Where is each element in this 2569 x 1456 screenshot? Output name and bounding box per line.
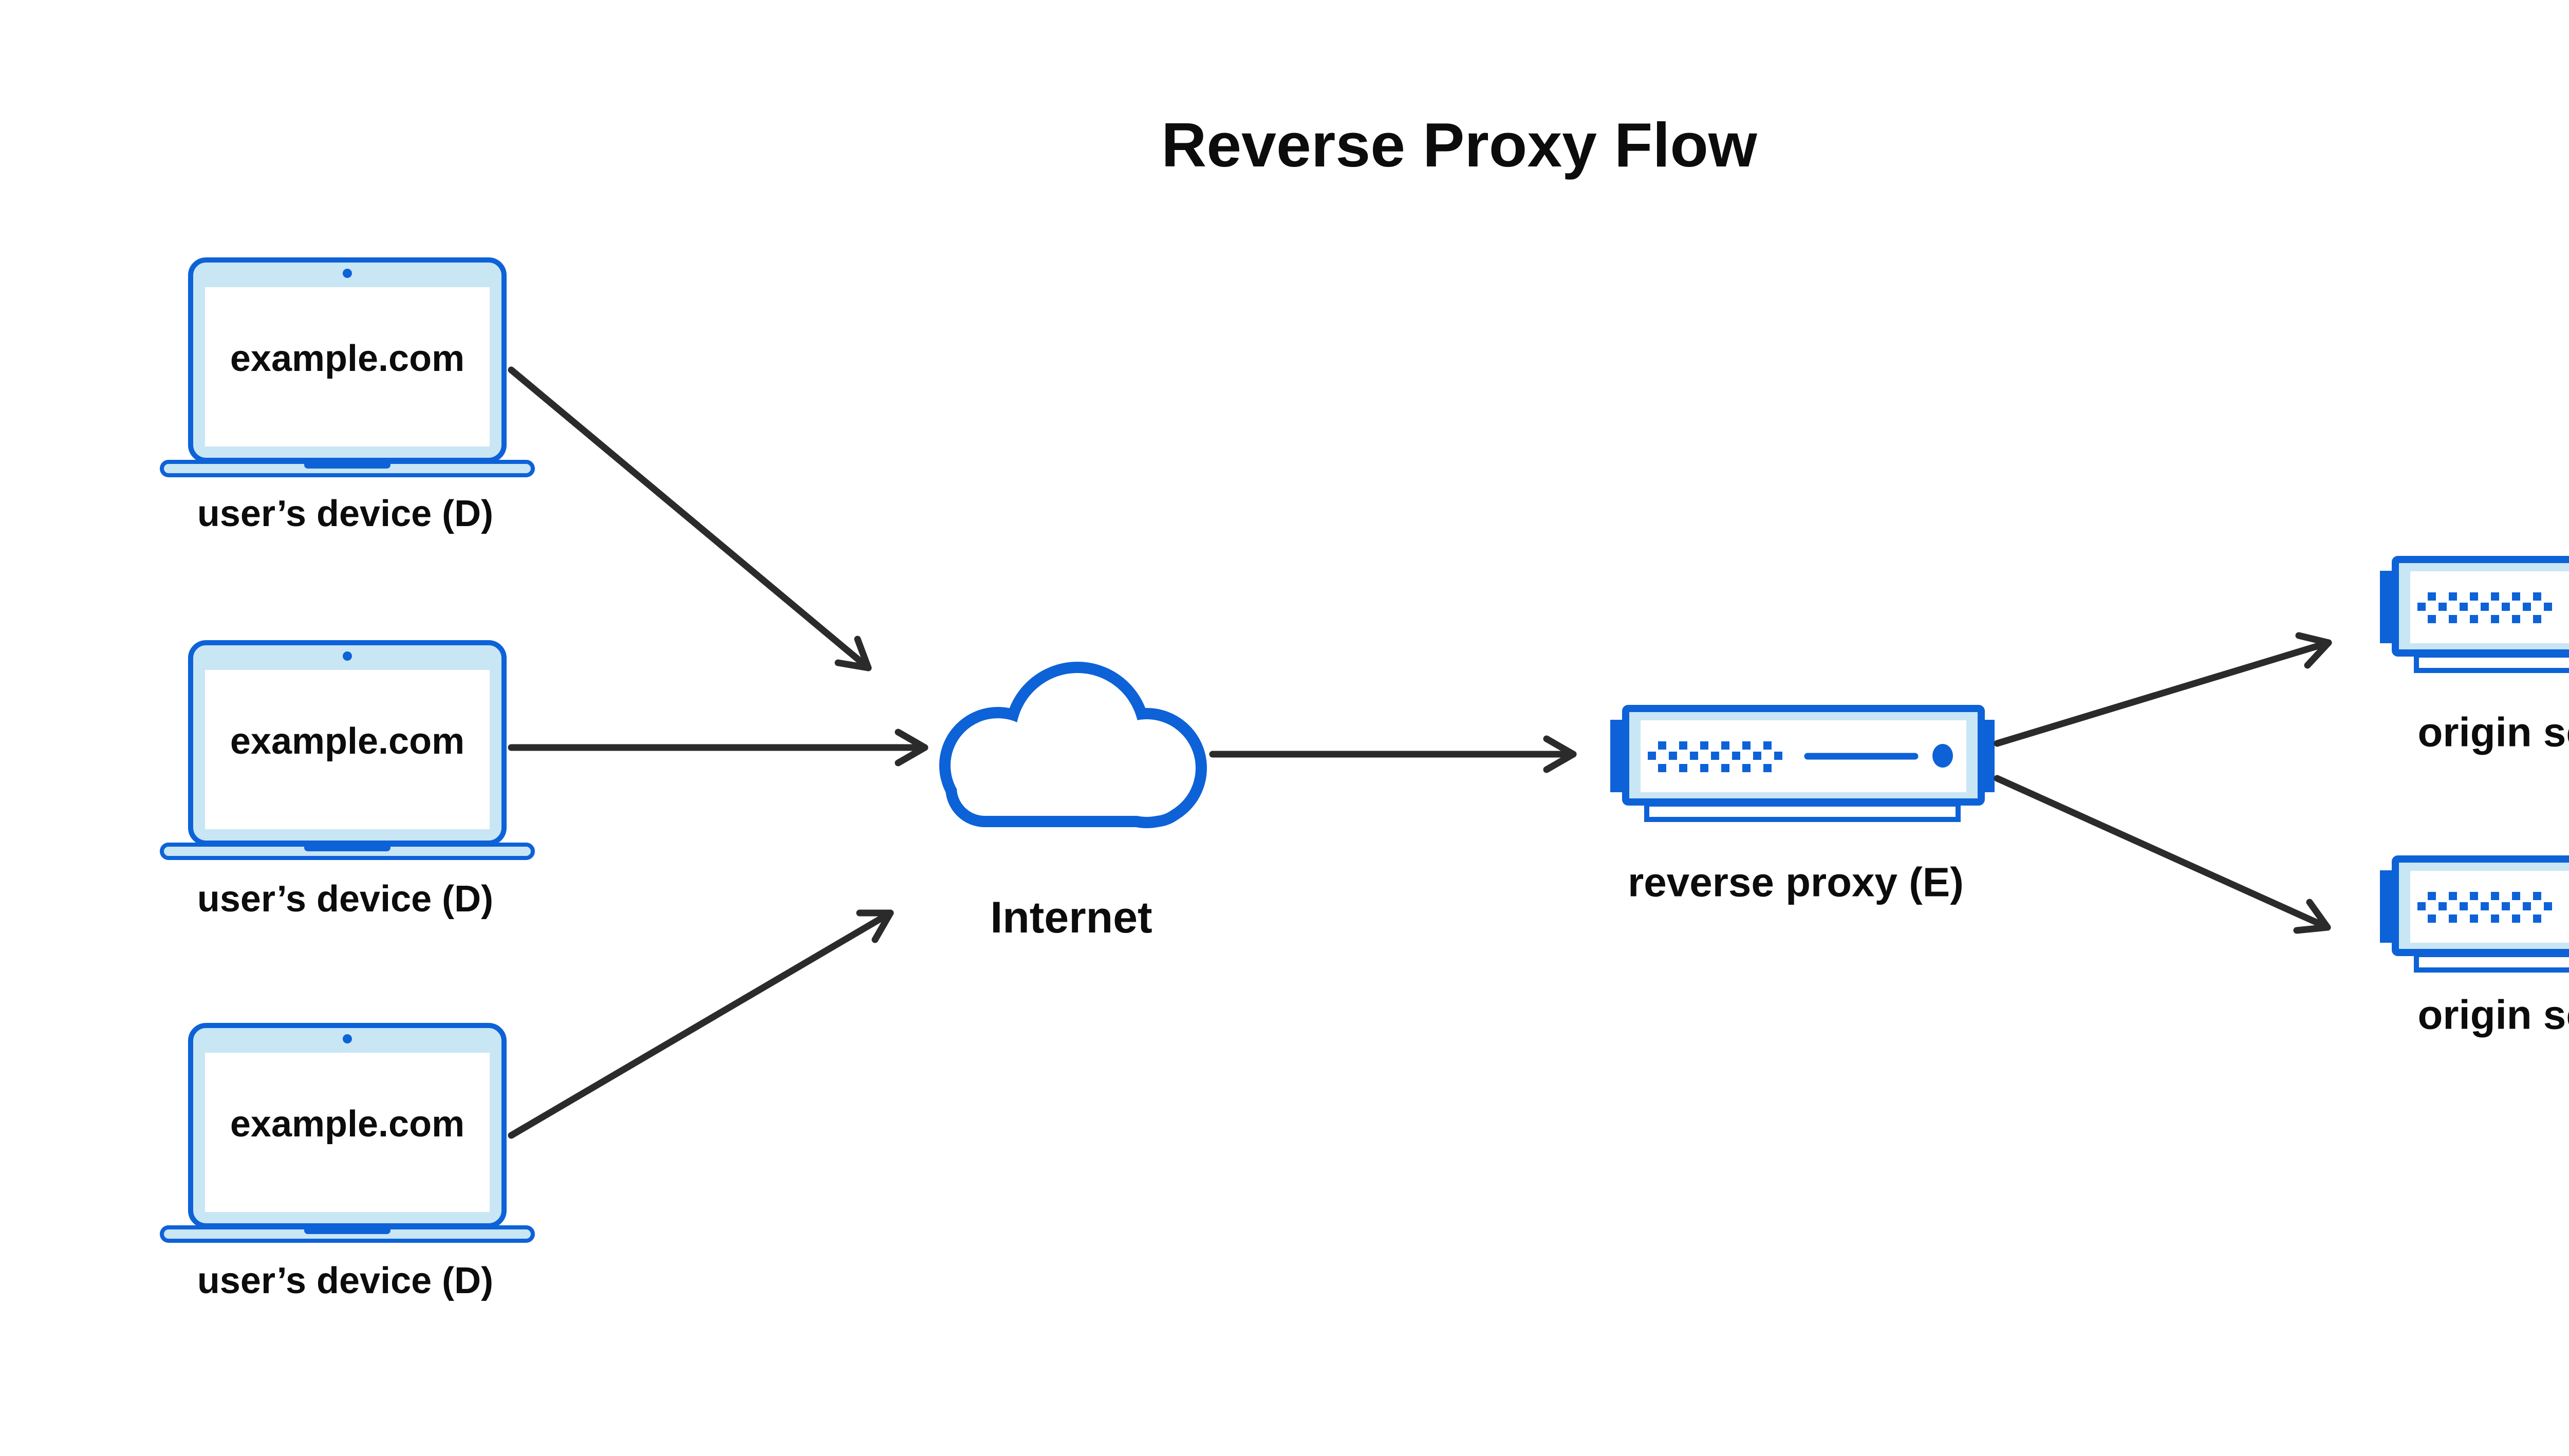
arrow-device1-to-internet [508,366,872,671]
internet-label: Internet [990,893,1152,942]
internet-cloud-group: Internet [939,662,1207,942]
arrow-internet-to-proxy [1209,735,1577,773]
user-device-group-1: example.com user’s device (D) [162,260,533,534]
arrow-proxy-to-origin2 [1994,775,2331,934]
server-icon [1610,708,1995,819]
origin-server-group-2: origin server (F) [2380,859,2569,1038]
server-icon [2380,859,2569,970]
arrow-proxy-to-origin1 [1994,632,2332,747]
server-icon [2380,559,2569,670]
device-screen-label: example.com [230,338,464,379]
device-caption: user’s device (D) [197,1260,493,1301]
cloud-icon [939,662,1207,828]
diagram-title: Reverse Proxy Flow [1161,110,1758,180]
reverse-proxy-group: reverse proxy (E) [1610,708,1995,905]
origin-server-label: origin server (F) [2417,992,2569,1038]
device-screen-label: example.com [230,1104,464,1145]
reverse-proxy-label: reverse proxy (E) [1628,860,1964,905]
origin-server-label: origin server (F) [2417,710,2569,755]
device-caption: user’s device (D) [197,879,493,920]
origin-server-group-1: origin server (F) [2380,559,2569,755]
device-caption: user’s device (D) [197,493,493,534]
arrow-device3-to-internet [508,909,894,1139]
arrow-device2-to-internet [508,729,928,767]
user-device-group-2: example.com user’s device (D) [162,643,533,920]
user-device-group-3: example.com user’s device (D) [162,1025,533,1301]
device-screen-label: example.com [230,721,464,762]
